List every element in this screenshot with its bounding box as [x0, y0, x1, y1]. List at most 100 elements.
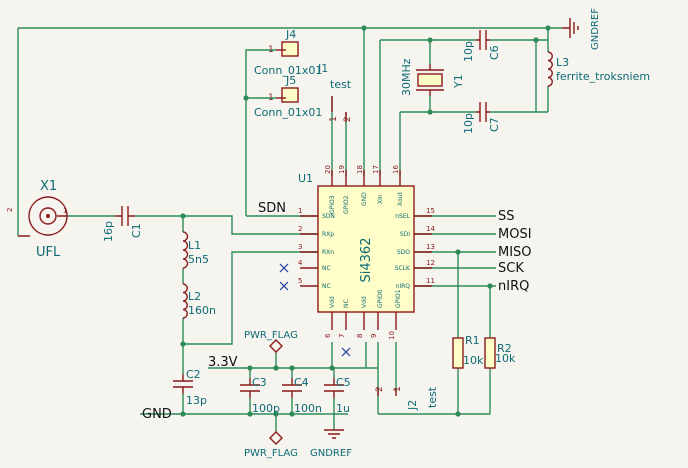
- u1-pin5-name: NC: [322, 283, 331, 290]
- u1-value: Si4362: [359, 238, 374, 283]
- c7-ref: C7: [488, 117, 501, 132]
- c1-symbol: [115, 206, 135, 226]
- junction-y1-bot: [427, 109, 433, 115]
- u1-pin19-name: GPIO2: [343, 195, 350, 214]
- net-label-gnd: GND: [142, 407, 172, 422]
- j4-ref: J4: [285, 28, 296, 41]
- u1-pin11-name: nIRQ: [396, 283, 411, 290]
- j1-pin1: 1: [329, 116, 339, 122]
- u1-right-pins: [414, 215, 432, 287]
- c5-value: 1u: [336, 402, 350, 415]
- u1-pin8-num: 8: [356, 334, 364, 338]
- x1-inner: [39, 207, 57, 225]
- r2-body: [484, 337, 496, 369]
- r2-resistor: R2 10k: [484, 337, 516, 369]
- pwr-flag-bottom-icon: [269, 431, 283, 445]
- j2-pin1: 1: [393, 386, 403, 392]
- j2-pin2: 2: [375, 386, 385, 392]
- j2-ref: J2: [406, 400, 419, 411]
- c2-ref: C2: [186, 368, 201, 381]
- c1-ref: C1: [130, 223, 143, 238]
- c2-value: 13p: [186, 394, 207, 407]
- u1-bottom-pins: [331, 312, 397, 330]
- gndref-top-icon: [562, 18, 579, 38]
- junction-miso: [455, 249, 461, 255]
- u1-pin6-num: 6: [324, 333, 332, 338]
- junction-c4: [289, 365, 295, 371]
- c6-value: 10p: [462, 41, 475, 62]
- l2-inductor: L2 160n: [182, 283, 216, 319]
- j2-value: test: [426, 386, 439, 408]
- u1-ref: U1: [298, 172, 313, 185]
- y1-crystal: 30MHz Y1: [400, 58, 465, 96]
- u1-top-pins: [331, 170, 401, 186]
- u1-pin14-name: SDI: [400, 231, 410, 238]
- u1-pin7-name: NC: [343, 299, 350, 308]
- net-labels: SDN SS MOSI MISO SCK nIRQ 3.3V GND: [142, 201, 532, 422]
- pwr-flag-top: PWR_FLAG: [244, 330, 298, 353]
- u1-pin2-num: 2: [298, 225, 302, 233]
- junction-rx: [180, 213, 186, 219]
- u1-pin20-num: 20: [324, 165, 332, 174]
- pwr-flag-top-label: PWR_FLAG: [244, 330, 298, 341]
- junction-y1-top: [427, 37, 433, 43]
- c5-capacitor: C5 1u: [324, 376, 351, 415]
- u1-symbol: U1 Si4362 1 2 3 4 5 SDN RXp RXn NC NC 15…: [279, 165, 435, 357]
- y1-body: [417, 73, 443, 87]
- u1-pin1-num: 1: [298, 207, 302, 215]
- x1-pin2: 2: [6, 208, 14, 212]
- junction-flag: [273, 365, 279, 371]
- r1-resistor: R1 10k: [452, 334, 484, 369]
- l1-inductor: L1 5n5: [182, 231, 209, 269]
- l2-ref: L2: [188, 290, 201, 303]
- r2-value: 10k: [495, 352, 516, 365]
- wire-rxn: [183, 251, 318, 345]
- c4-symbol: [282, 378, 302, 398]
- j5-ref: J5: [285, 74, 296, 87]
- junction-c4-gnd: [289, 411, 295, 417]
- y1-value: 30MHz: [400, 58, 413, 96]
- junction-c6-common: [533, 37, 539, 43]
- gndref-bottom-symbol: GNDREF: [310, 429, 352, 459]
- net-label-miso: MISO: [498, 245, 532, 260]
- l3-inductor: L3 ferrite_troksniem: [547, 51, 650, 87]
- u1-pin11-num: 11: [426, 277, 435, 285]
- u1-pin18-num: 18: [356, 165, 364, 174]
- r2-ref: R2: [497, 342, 512, 355]
- u1-pin15-name: nSEL: [395, 213, 410, 220]
- u1-pin18-name: GND: [361, 192, 368, 206]
- junctions: [180, 25, 551, 417]
- u1-pin3-name: RXn: [322, 249, 334, 256]
- r1-ref: R1: [465, 334, 480, 347]
- j1-test-connector: 1 2 J1 test: [317, 62, 353, 122]
- y1-plates: [416, 64, 444, 96]
- l3-value: ferrite_troksniem: [556, 70, 650, 83]
- j5-connector: 1 J5 Conn_01x01: [254, 74, 322, 119]
- pwr-flag-bottom: PWR_FLAG: [244, 431, 298, 459]
- u1-pin6-name: Vdd: [329, 296, 336, 308]
- gndref-top-label: GNDREF: [590, 8, 601, 50]
- u1-left-pins: [300, 215, 318, 287]
- c6-capacitor: 10p C6: [462, 30, 501, 62]
- x1-leads: [18, 215, 68, 237]
- u1-pin17-name: Xin: [377, 194, 384, 204]
- u1-pin17-num: 17: [372, 165, 380, 174]
- u1-pin10-num: 10: [388, 331, 396, 340]
- l1-ref: L1: [188, 239, 201, 252]
- net-label-sck: SCK: [498, 261, 524, 276]
- gndref-top-symbol: GNDREF: [562, 8, 601, 50]
- x1-value: UFL: [36, 245, 61, 260]
- u1-pin13-num: 13: [426, 243, 435, 251]
- x1-pin1: 1: [63, 207, 67, 215]
- l1-value: 5n5: [188, 253, 209, 266]
- c4-ref: C4: [294, 376, 309, 389]
- net-label-ss: SS: [498, 209, 515, 224]
- c3-capacitor: C3 100p: [240, 376, 280, 415]
- u1-pin12-num: 12: [426, 259, 435, 267]
- j5-pin-num: 1: [268, 93, 274, 103]
- c1-capacitor: 16p C1: [102, 206, 143, 242]
- u1-pin10-name: GPIO1: [395, 289, 402, 308]
- u1-pin20-name: GPIO3: [329, 195, 336, 214]
- y1-ref: Y1: [452, 74, 465, 89]
